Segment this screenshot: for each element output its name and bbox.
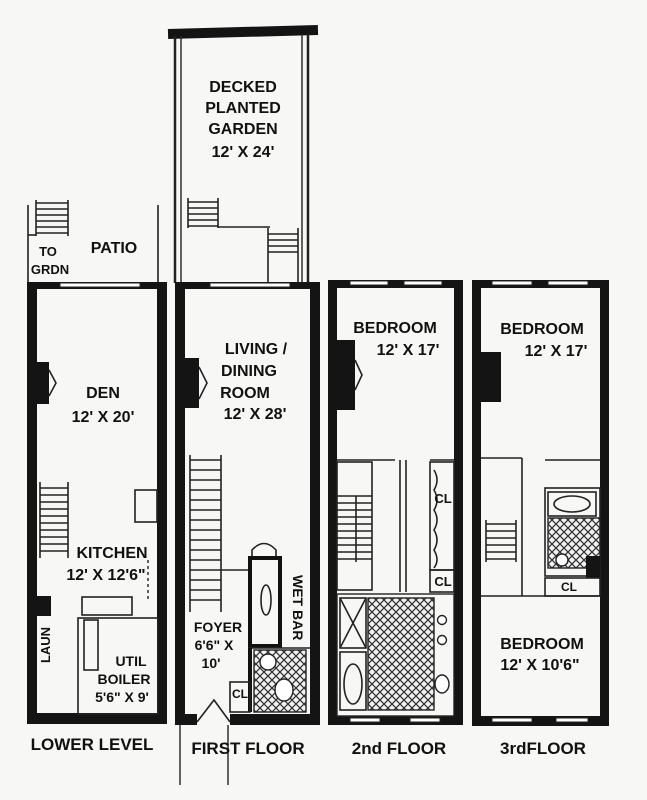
third-bathtub	[547, 491, 597, 517]
lower-level-caption: LOWER LEVEL	[31, 735, 154, 754]
second-closet-b	[429, 569, 455, 593]
patio-label: PATIO	[91, 240, 138, 257]
second-stairs	[336, 461, 373, 591]
second-closet-b-label: CL	[434, 574, 451, 589]
patio-stairs	[35, 200, 69, 236]
second-left-wall	[328, 280, 337, 725]
kitchen-size: 12' X 12'6"	[66, 567, 145, 584]
util-appliance	[83, 619, 99, 671]
lower-left-wall	[27, 282, 37, 724]
first-bottom-wall	[230, 714, 320, 725]
third-bedroom-bottom-size: 12' X 10'6"	[500, 657, 579, 674]
laundry-machine	[37, 596, 51, 616]
third-closet-label: CL	[561, 580, 577, 594]
third-top-wall	[472, 280, 609, 288]
kitchen-counter	[134, 489, 158, 523]
foyer-size-1: 6'6" X	[195, 637, 234, 653]
to-garden-label-1: TO	[39, 244, 57, 259]
garden-label-2: PLANTED	[205, 100, 281, 117]
patio-area: TO GRDN PATIO	[27, 200, 159, 282]
first-stairs	[189, 455, 250, 612]
to-garden-label-2: GRDN	[31, 262, 69, 277]
boiler-label: BOILER	[98, 671, 151, 687]
second-floor-caption: 2nd FLOOR	[352, 739, 446, 758]
den-label: DEN	[86, 385, 120, 402]
third-bathroom	[544, 487, 601, 578]
garden-top-wall	[167, 25, 319, 39]
lower-bottom-wall	[27, 713, 167, 724]
garden-label-3: GARDEN	[208, 121, 277, 138]
utility-room	[77, 617, 159, 715]
second-bathroom	[336, 593, 455, 717]
lower-right-wall	[157, 282, 167, 724]
third-bedroom-top-label: BEDROOM	[500, 321, 584, 338]
lower-stairs	[39, 482, 69, 558]
kitchen-sink	[81, 596, 133, 616]
second-top-wall	[328, 280, 462, 288]
garden-area: DECKED PLANTED GARDEN 12' X 24'	[167, 25, 319, 283]
second-bedroom-label: BEDROOM	[353, 320, 437, 337]
third-fireplace	[481, 352, 501, 402]
lower-fireplace	[37, 362, 49, 404]
wet-bar	[248, 542, 282, 648]
sink-2	[436, 634, 448, 646]
third-bedroom-bottom-label: BEDROOM	[500, 636, 584, 653]
util-size: 5'6" X 9'	[95, 689, 149, 705]
second-closet-a-label: CL	[434, 491, 451, 506]
third-bottom-wall	[472, 716, 609, 726]
wet-bar-label: WET BAR	[290, 575, 306, 640]
laundry-label: LAUN	[38, 627, 53, 663]
garden-stairs-right	[267, 228, 299, 282]
lower-level-plan: TO GRDN PATIO	[27, 200, 167, 754]
second-fireplace	[337, 340, 355, 410]
second-bedroom-size: 12' X 17'	[377, 342, 440, 359]
second-bottom-wall	[328, 716, 463, 725]
third-floor-plan: BEDROOM 12' X 17' CL BEDROOM 12' X 10'6"…	[472, 280, 609, 758]
foyer-closet-label: CL	[232, 687, 248, 701]
third-closet	[544, 577, 601, 597]
kitchen-label: KITCHEN	[76, 545, 147, 562]
front-door-icon	[196, 698, 231, 723]
third-toilet	[555, 553, 569, 567]
powder-room-sink	[259, 653, 277, 671]
foyer-size-2: 10'	[202, 655, 221, 671]
garden-size: 12' X 24'	[212, 144, 275, 161]
first-floor-plan: DECKED PLANTED GARDEN 12' X 24'	[167, 25, 320, 785]
living-label-2: DINING	[221, 363, 277, 380]
shower-stall	[339, 597, 367, 649]
sink-1	[436, 614, 448, 626]
living-label-3: ROOM	[220, 385, 270, 402]
second-right-wall	[454, 280, 463, 725]
first-closet	[229, 681, 251, 713]
garden-stairs-left	[187, 198, 219, 228]
powder-room-toilet	[274, 678, 294, 702]
first-floor-caption: FIRST FLOOR	[191, 739, 304, 758]
living-size: 12' X 28'	[224, 406, 287, 423]
living-label-1: LIVING /	[225, 341, 288, 358]
third-right-wall	[600, 280, 609, 726]
foyer-label: FOYER	[194, 619, 242, 635]
toilet	[434, 674, 450, 694]
third-stairs	[485, 520, 517, 562]
bathroom-tile	[367, 597, 435, 711]
den-size: 12' X 20'	[72, 409, 135, 426]
first-left-wall	[175, 282, 185, 725]
first-right-wall	[310, 282, 320, 725]
bathtub	[339, 651, 367, 711]
first-fireplace	[185, 358, 199, 408]
second-floor-plan: BEDROOM 12' X 17' CL CL 2nd FLOOR	[328, 280, 463, 758]
second-closet-a	[429, 461, 455, 571]
util-label: UTIL	[115, 653, 147, 669]
garden-label-1: DECKED	[209, 79, 277, 96]
third-floor-caption: 3rdFLOOR	[500, 739, 586, 758]
third-bedroom-top-size: 12' X 17'	[525, 343, 588, 360]
third-left-wall	[472, 280, 481, 726]
